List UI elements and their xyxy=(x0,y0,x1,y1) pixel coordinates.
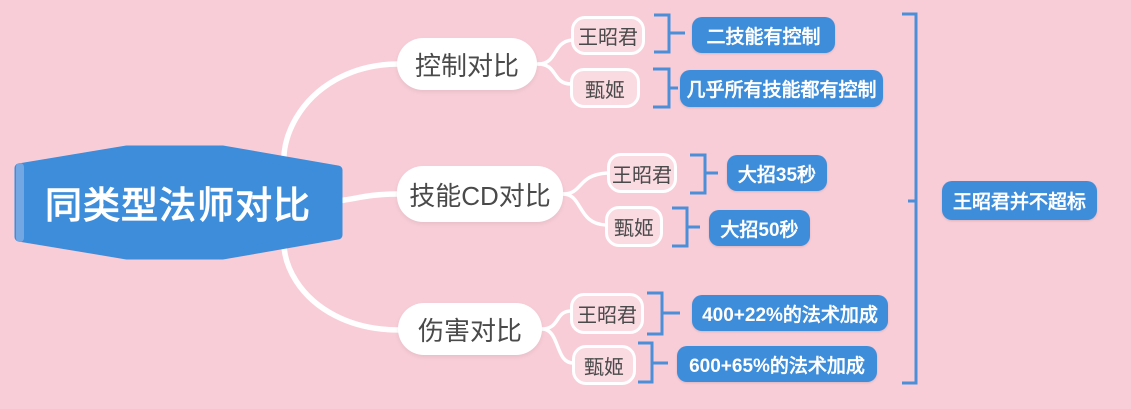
bracket-child1-1 xyxy=(654,13,685,54)
connector-branch2-child2 xyxy=(561,192,608,227)
leaf-node-zhenji-control-value[interactable]: 几乎所有技能都有控制 xyxy=(680,70,883,107)
child-node-wangzhaojun-damage[interactable]: 王昭君 xyxy=(570,293,644,334)
branch-node-control[interactable]: 控制对比 xyxy=(397,38,537,90)
branch-node-damage[interactable]: 伤害对比 xyxy=(398,303,542,355)
branch-node-skill-cd[interactable]: 技能CD对比 xyxy=(397,166,563,222)
bracket-child3-2 xyxy=(638,341,668,384)
bracket-child3-1 xyxy=(647,291,680,336)
leaf-node-zhenji-cd-value[interactable]: 大招50秒 xyxy=(709,210,810,246)
bracket-child2-2 xyxy=(672,206,700,248)
bracket-child1-2 xyxy=(653,67,678,109)
child-node-wangzhaojun-control[interactable]: 王昭君 xyxy=(571,16,645,55)
child-node-zhenji-damage[interactable]: 甄姬 xyxy=(572,345,636,385)
child-node-zhenji-control[interactable]: 甄姬 xyxy=(570,68,640,108)
summary-node[interactable]: 王昭君并不超标 xyxy=(942,181,1097,220)
root-node-shape xyxy=(14,145,343,260)
connector-branch2-child1 xyxy=(561,171,609,196)
leaf-node-wangzhaojun-damage-value[interactable]: 400+22%的法术加成 xyxy=(692,295,888,331)
summary-bracket xyxy=(902,12,918,385)
connector-branch3-child1 xyxy=(540,309,573,331)
leaf-node-wangzhaojun-control-value[interactable]: 二技能有控制 xyxy=(692,17,835,53)
leaf-node-zhenji-damage-value[interactable]: 600+65%的法术加成 xyxy=(677,346,877,382)
child-node-zhenji-cd[interactable]: 甄姬 xyxy=(605,206,663,247)
connector-branch1-child1 xyxy=(536,38,574,66)
connector-branch1-child2 xyxy=(536,62,573,86)
child-node-wangzhaojun-cd[interactable]: 王昭君 xyxy=(607,153,677,193)
root-node[interactable]: 同类型法师对比 xyxy=(45,185,311,226)
connector-branch3-child2 xyxy=(540,327,575,365)
bracket-child2-1 xyxy=(690,153,718,195)
leaf-node-wangzhaojun-cd-value[interactable]: 大招35秒 xyxy=(727,155,827,191)
